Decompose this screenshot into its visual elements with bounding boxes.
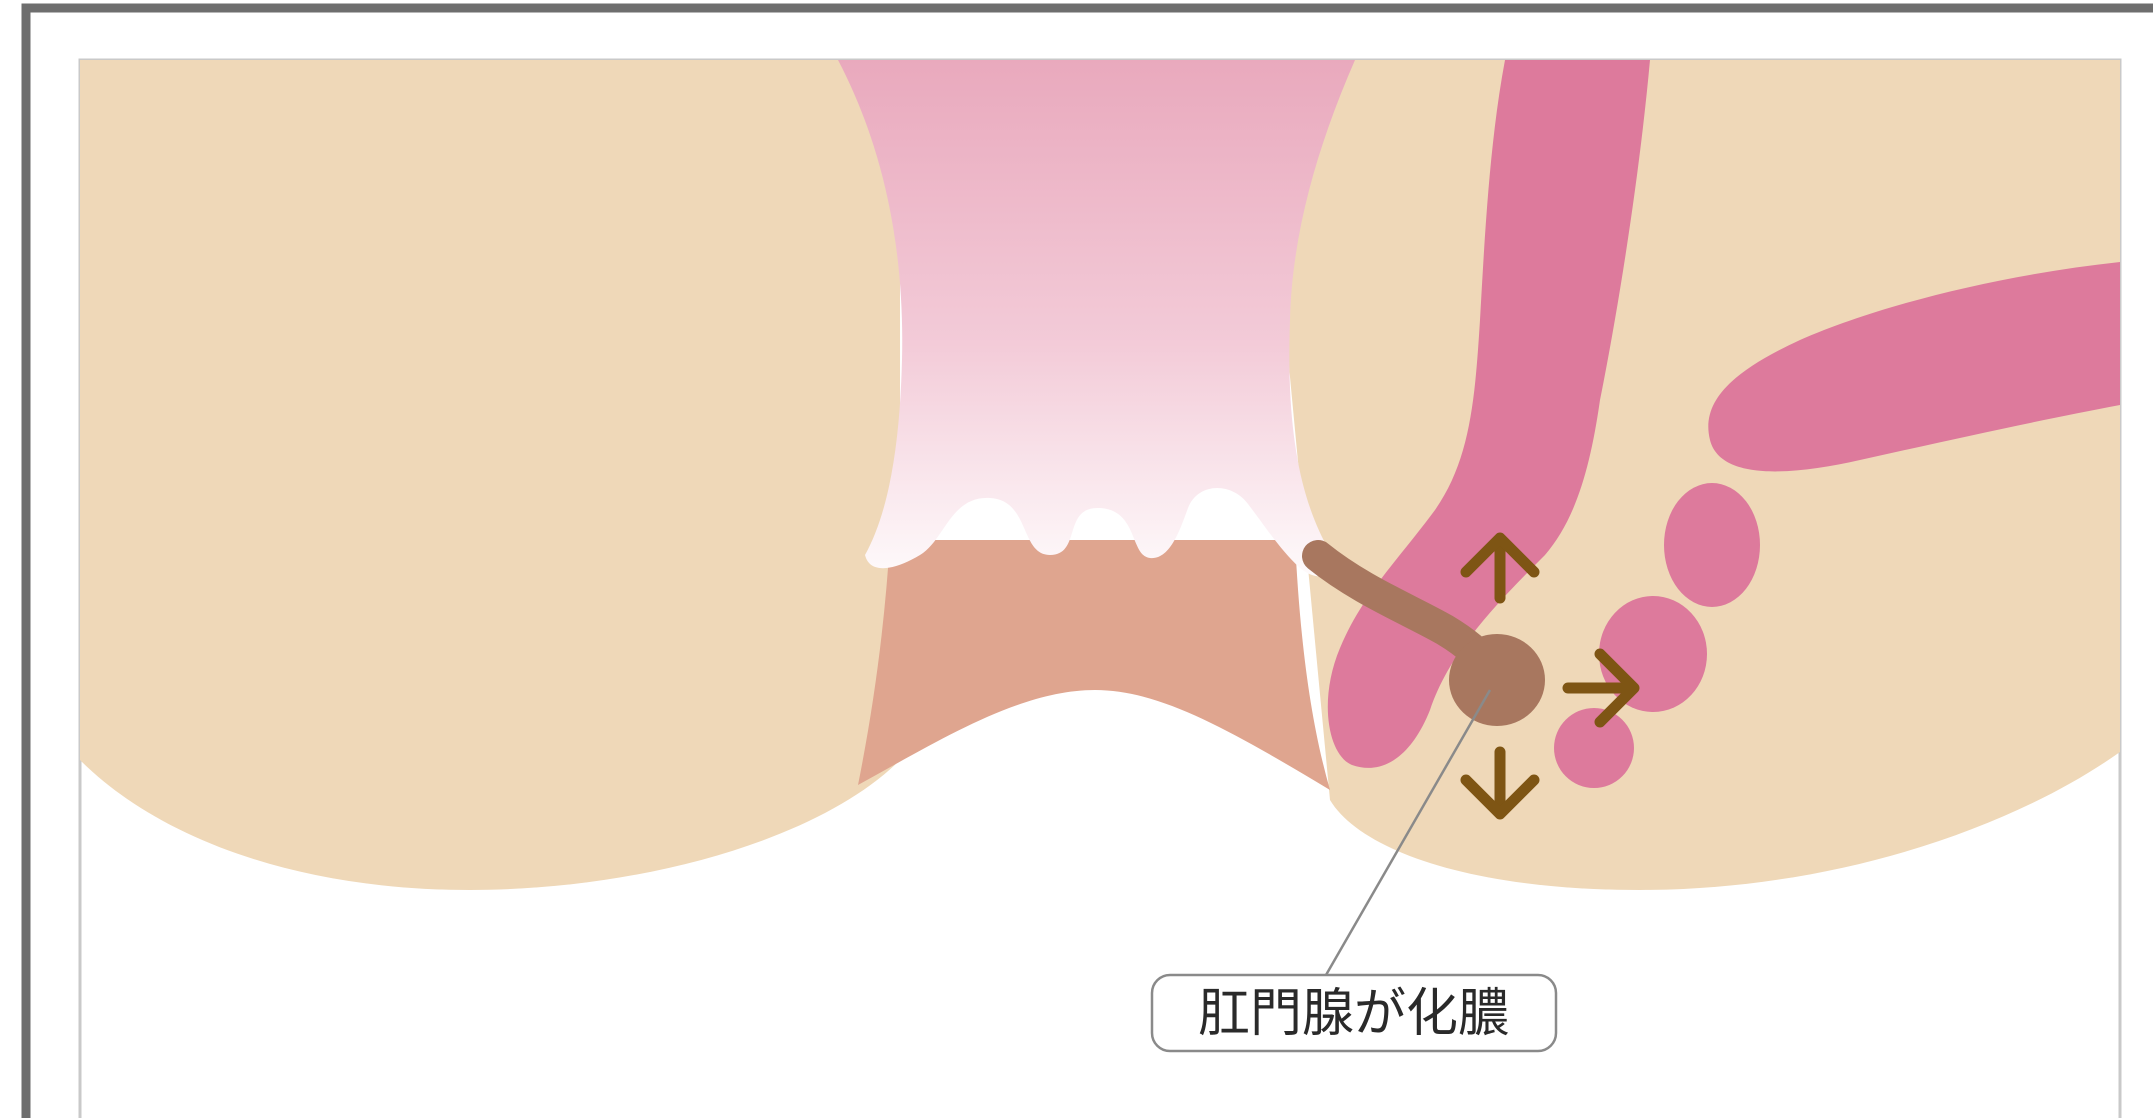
anal-gland-abscess bbox=[1449, 634, 1545, 726]
callout-box: 肛門腺が化膿 bbox=[1152, 975, 1556, 1051]
callout-label: 肛門腺が化膿 bbox=[1198, 984, 1510, 1044]
muscle-lobe bbox=[1664, 483, 1760, 607]
muscle-lobe bbox=[1554, 708, 1634, 788]
muscle-lobe bbox=[1599, 596, 1707, 712]
right-buttock bbox=[1260, 60, 2120, 890]
left-buttock bbox=[80, 60, 900, 890]
rectal-mucosa bbox=[838, 60, 1355, 577]
